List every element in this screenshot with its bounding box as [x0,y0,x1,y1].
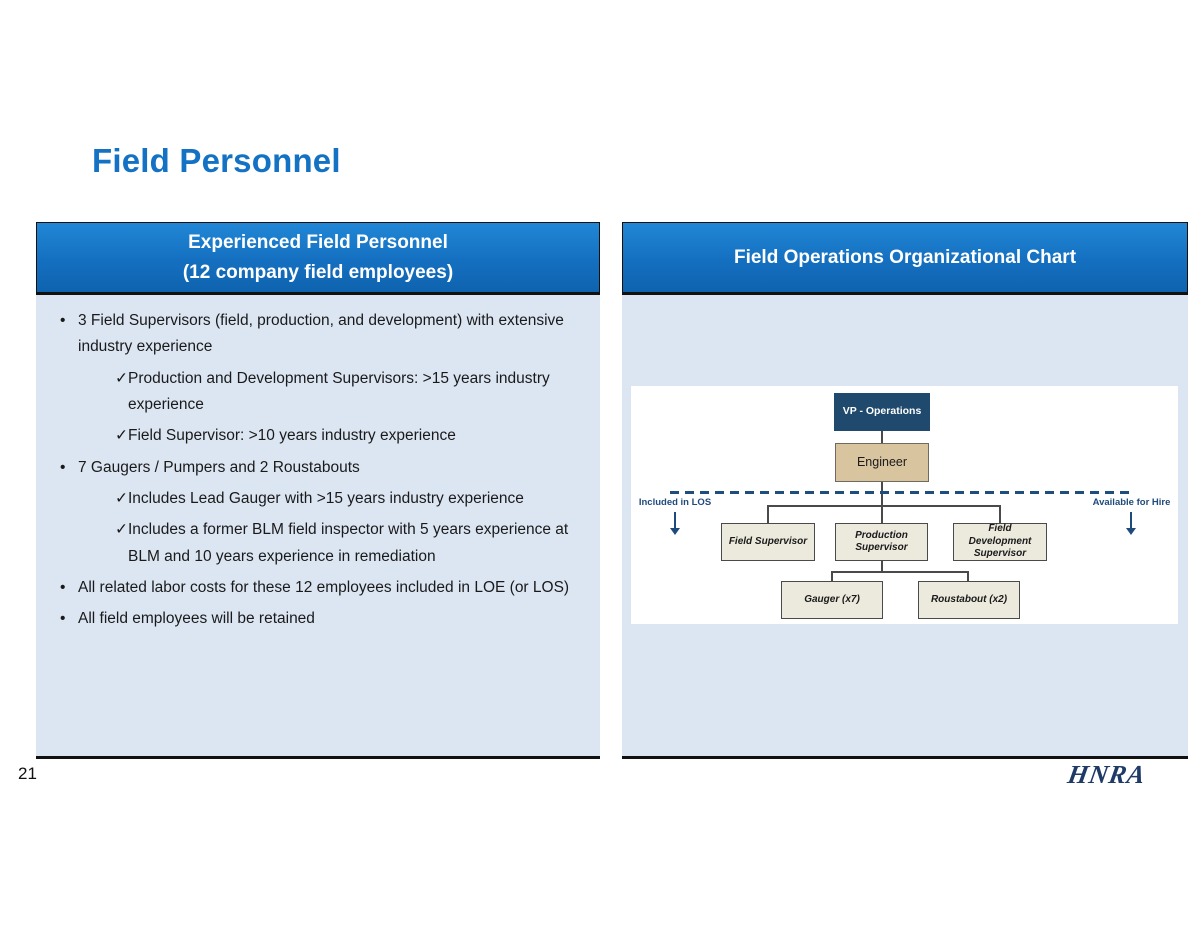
down-arrow-icon [670,512,680,535]
list-item: • 7 Gaugers / Pumpers and 2 Roustabouts [60,455,584,481]
list-item-text: Field Supervisor: >10 years industry exp… [128,427,456,445]
included-in-los-label: Included in LOS [638,497,712,508]
bullet-icon: • [60,312,66,329]
list-item-text: 3 Field Supervisors (field, production, … [78,312,564,356]
check-icon: ✓ [115,521,128,539]
list-item: • 3 Field Supervisors (field, production… [60,308,584,361]
list-item: • All related labor costs for these 12 e… [60,575,584,601]
connector-line [831,571,969,573]
bullet-icon: • [60,610,66,628]
list-item: • All field employees will be retained [60,606,584,632]
check-icon: ✓ [115,490,128,508]
hnra-logo: HNRA [1065,760,1149,789]
connector-line [881,505,883,523]
org-node-field-supervisor: Field Supervisor [721,523,815,561]
left-panel-header-line1: Experienced Field Personnel [188,232,448,254]
left-panel-header: Experienced Field Personnel (12 company … [36,222,600,295]
connector-line [967,571,969,581]
list-item-text: Includes Lead Gauger with >15 years indu… [128,490,524,508]
org-node-roustabout: Roustabout (x2) [918,581,1020,619]
los-divider-dashed-line [670,491,1133,494]
bullet-icon: • [60,579,66,597]
list-item: ✓ Field Supervisor: >10 years industry e… [115,423,584,449]
org-node-gauger: Gauger (x7) [781,581,883,619]
check-icon: ✓ [115,427,128,445]
list-item-text: Production and Development Supervisors: … [128,369,550,414]
connector-line [767,505,769,523]
left-panel-body: • 3 Field Supervisors (field, production… [36,295,600,759]
list-item: ✓ Includes Lead Gauger with >15 years in… [115,486,584,512]
bullet-list: • 3 Field Supervisors (field, production… [36,295,600,633]
list-item: ✓ Includes a former BLM field inspector … [115,517,584,570]
list-item-text: All field employees will be retained [78,610,315,628]
org-node-field-development-supervisor: Field Development Supervisor [953,523,1047,561]
list-item-text: Includes a former BLM field inspector wi… [128,521,569,565]
bullet-icon: • [60,458,66,476]
org-node-vp-operations: VP - Operations [834,393,930,431]
connector-line [767,505,1001,507]
org-chart: VP - Operations Engineer Included in LOS… [631,386,1178,624]
check-icon: ✓ [115,369,128,387]
org-node-engineer: Engineer [835,443,929,482]
down-arrow-icon [1126,512,1136,535]
connector-line [999,505,1001,523]
connector-line [881,561,883,571]
page-number: 21 [18,764,37,783]
list-item-text: 7 Gaugers / Pumpers and 2 Roustabouts [78,458,360,476]
page-title: Field Personnel [92,142,341,179]
list-item: ✓ Production and Development Supervisors… [115,366,584,419]
org-node-production-supervisor: Production Supervisor [835,523,928,561]
list-item-text: All related labor costs for these 12 emp… [78,579,570,597]
left-panel-header-line2: (12 company field employees) [182,261,454,283]
connector-line [831,571,833,581]
right-panel-body: VP - Operations Engineer Included in LOS… [622,295,1188,759]
experienced-personnel-panel: Experienced Field Personnel (12 company … [36,222,600,759]
right-panel-header-title: Field Operations Organizational Chart [733,246,1077,268]
right-panel-header: Field Operations Organizational Chart [622,222,1188,295]
org-chart-panel: Field Operations Organizational Chart VP… [622,222,1188,759]
connector-line [881,431,883,443]
available-for-hire-label: Available for Hire [1092,497,1171,508]
